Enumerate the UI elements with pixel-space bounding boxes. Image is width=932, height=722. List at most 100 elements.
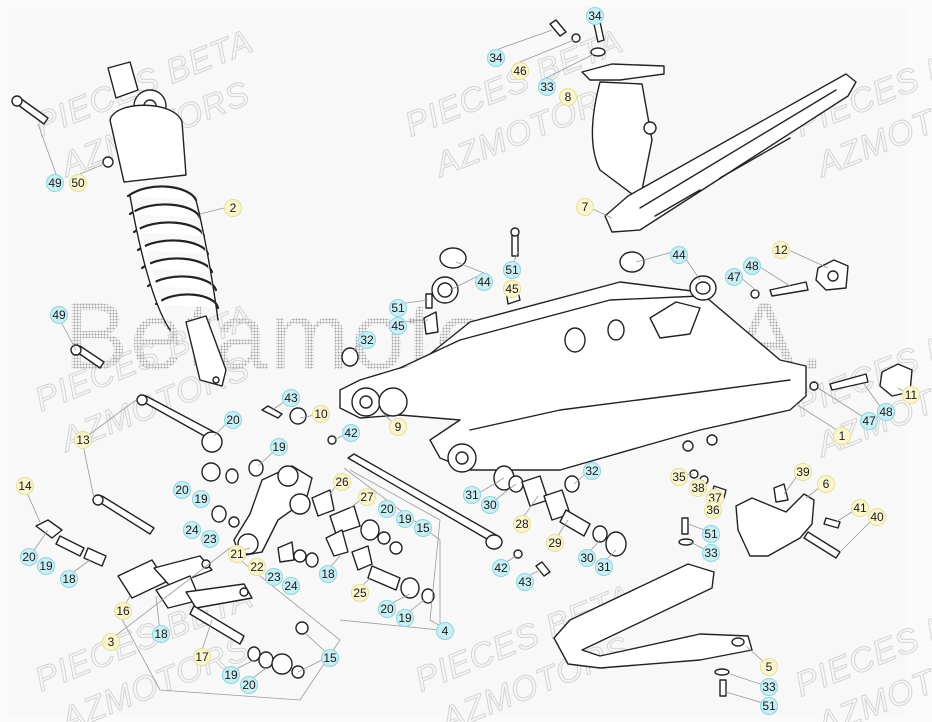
part-callout-49[interactable]: 49 (50, 306, 68, 324)
part-callout-28[interactable]: 28 (513, 515, 531, 533)
part-callout-6[interactable]: 6 (817, 475, 835, 493)
part-callout-48[interactable]: 48 (877, 403, 895, 421)
part-callout-44[interactable]: 44 (670, 246, 688, 264)
part-callout-34[interactable]: 34 (487, 49, 505, 67)
part-callout-42[interactable]: 42 (342, 424, 360, 442)
part-callout-30[interactable]: 30 (481, 496, 499, 514)
part-callout-41[interactable]: 41 (851, 499, 869, 517)
part-callout-20[interactable]: 20 (240, 676, 258, 694)
part-callout-51[interactable]: 51 (389, 299, 407, 317)
part-callout-19[interactable]: 19 (222, 666, 240, 684)
part-callout-51[interactable]: 51 (760, 697, 778, 715)
chain-guide-6[interactable] (678, 469, 841, 559)
bolt-49-left[interactable] (70, 344, 105, 369)
part-callout-25[interactable]: 25 (351, 584, 369, 602)
chain-guard-upper[interactable] (581, 63, 665, 201)
part-callout-23[interactable]: 23 (201, 530, 219, 548)
nut-50[interactable] (102, 156, 114, 168)
part-callout-13[interactable]: 13 (74, 431, 92, 449)
part-callout-50[interactable]: 50 (69, 174, 87, 192)
part-callout-19[interactable]: 19 (192, 490, 210, 508)
adjuster-bolts[interactable] (750, 281, 869, 391)
part-callout-51[interactable]: 51 (503, 261, 521, 279)
bolt-49-top[interactable] (11, 95, 49, 125)
part-callout-43[interactable]: 43 (282, 389, 300, 407)
part-callout-39[interactable]: 39 (794, 463, 812, 481)
part-callout-34[interactable]: 34 (586, 7, 604, 25)
part-callout-44[interactable]: 44 (475, 273, 493, 291)
part-callout-18[interactable]: 18 (319, 565, 337, 583)
part-callout-18[interactable]: 18 (60, 570, 78, 588)
part-callout-32[interactable]: 32 (358, 331, 376, 349)
part-callout-40[interactable]: 40 (868, 508, 886, 526)
part-callout-35[interactable]: 35 (670, 468, 688, 486)
part-callout-47[interactable]: 47 (860, 412, 878, 430)
part-callout-19[interactable]: 19 (270, 438, 288, 456)
part-callout-14[interactable]: 14 (16, 477, 34, 495)
part-callout-16[interactable]: 16 (114, 602, 132, 620)
part-callout-36[interactable]: 36 (704, 501, 722, 519)
part-callout-19[interactable]: 19 (396, 510, 414, 528)
part-callout-5[interactable]: 5 (760, 658, 778, 676)
chain-slider-upper-7[interactable] (604, 73, 857, 233)
part-callout-20[interactable]: 20 (173, 481, 191, 499)
part-callout-18[interactable]: 18 (152, 625, 170, 643)
part-callout-20[interactable]: 20 (224, 411, 242, 429)
part-callout-19[interactable]: 19 (37, 557, 55, 575)
part-callout-15[interactable]: 15 (414, 519, 432, 537)
part-callout-9[interactable]: 9 (389, 418, 407, 436)
part-callout-33[interactable]: 33 (538, 78, 556, 96)
part-callout-26[interactable]: 26 (333, 473, 351, 491)
part-callout-7[interactable]: 7 (576, 198, 594, 216)
part-callout-42[interactable]: 42 (492, 559, 510, 577)
part-callout-46[interactable]: 46 (511, 62, 529, 80)
part-callout-10[interactable]: 10 (312, 405, 330, 423)
part-callout-33[interactable]: 33 (702, 544, 720, 562)
part-callout-20[interactable]: 20 (378, 600, 396, 618)
part-callout-4[interactable]: 4 (436, 622, 454, 640)
part-callout-30[interactable]: 30 (578, 549, 596, 567)
part-callout-19[interactable]: 19 (396, 609, 414, 627)
chain-slider-lower-5[interactable] (553, 563, 753, 697)
part-callout-29[interactable]: 29 (546, 534, 564, 552)
part-callout-27[interactable]: 27 (358, 488, 376, 506)
part-callout-31[interactable]: 31 (463, 486, 481, 504)
shock-absorber-part[interactable] (107, 61, 227, 387)
part-callout-11[interactable]: 11 (902, 386, 920, 404)
part-callout-1[interactable]: 1 (833, 427, 851, 445)
pivot-bearings[interactable] (493, 465, 627, 577)
part-callout-3[interactable]: 3 (102, 633, 120, 651)
connecting-rods[interactable] (35, 519, 305, 679)
part-callout-22[interactable]: 22 (248, 558, 266, 576)
swingarm-part[interactable] (339, 281, 807, 473)
part-callout-38[interactable]: 38 (689, 479, 707, 497)
linkage-bearings[interactable] (201, 405, 435, 635)
chain-adjuster-12[interactable] (815, 259, 849, 291)
rocker-linkage[interactable] (233, 465, 313, 557)
swingarm-pivot-axle[interactable] (347, 453, 503, 550)
part-callout-47[interactable]: 47 (725, 268, 743, 286)
part-callout-43[interactable]: 43 (516, 573, 534, 591)
part-callout-45[interactable]: 45 (389, 317, 407, 335)
linkage-bolt-14-area[interactable] (92, 494, 155, 535)
part-callout-48[interactable]: 48 (743, 257, 761, 275)
hardware-top[interactable] (549, 19, 606, 57)
part-callout-2[interactable]: 2 (224, 199, 242, 217)
part-callout-20[interactable]: 20 (378, 500, 396, 518)
part-callout-21[interactable]: 21 (228, 545, 246, 563)
part-callout-24[interactable]: 24 (282, 577, 300, 595)
part-callout-31[interactable]: 31 (595, 558, 613, 576)
part-callout-8[interactable]: 8 (559, 88, 577, 106)
part-callout-20[interactable]: 20 (20, 548, 38, 566)
part-callout-49[interactable]: 49 (46, 174, 64, 192)
part-callout-24[interactable]: 24 (183, 521, 201, 539)
part-callout-51[interactable]: 51 (702, 525, 720, 543)
part-callout-23[interactable]: 23 (265, 568, 283, 586)
part-callout-33[interactable]: 33 (760, 678, 778, 696)
part-callout-32[interactable]: 32 (583, 462, 601, 480)
part-callout-15[interactable]: 15 (321, 649, 339, 667)
part-callout-12[interactable]: 12 (772, 241, 790, 259)
part-callout-17[interactable]: 17 (193, 648, 211, 666)
part-callout-45[interactable]: 45 (503, 280, 521, 298)
linkage-bolt-13[interactable] (136, 394, 223, 453)
